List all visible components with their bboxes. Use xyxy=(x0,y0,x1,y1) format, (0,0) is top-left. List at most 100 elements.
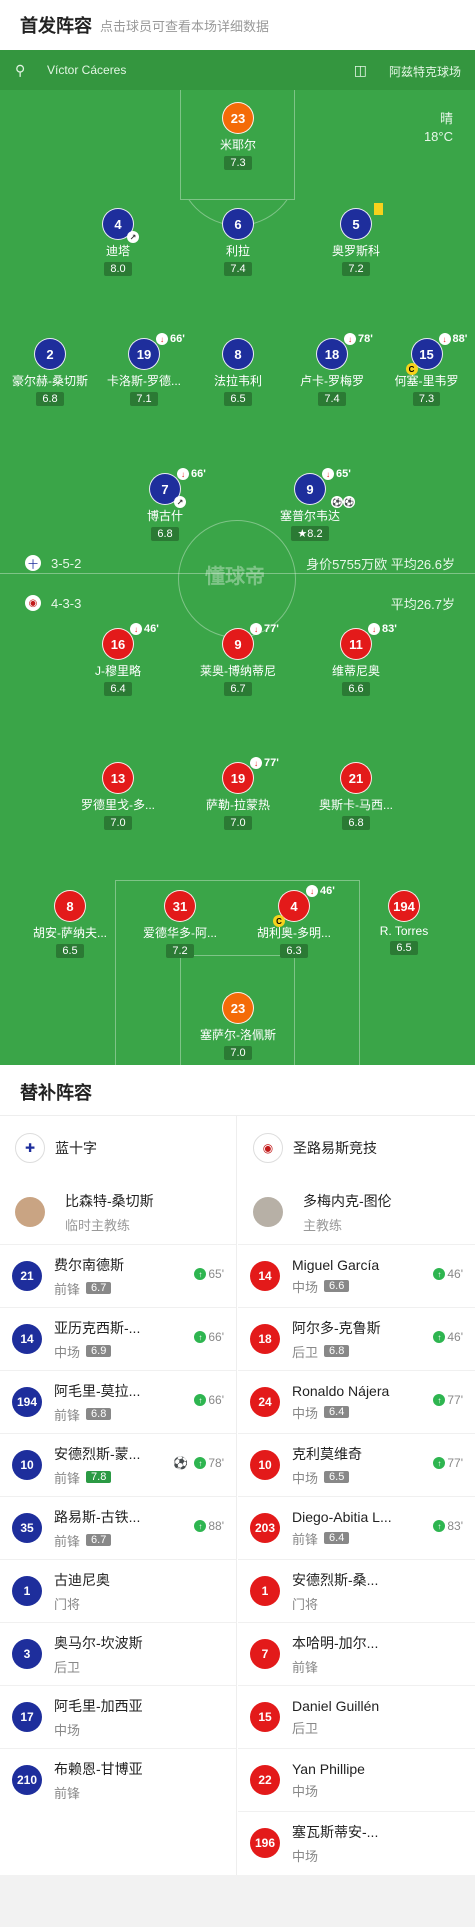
home-player-23[interactable]: 23 米耶尔 7.3 xyxy=(188,102,288,171)
player-rating: 6.5 xyxy=(224,392,252,406)
away-coach[interactable]: 多梅内克-图伦主教练 xyxy=(238,1180,475,1244)
player-number-badge: 4↓46'C xyxy=(273,885,335,927)
player-rating: 7.0 xyxy=(224,1046,252,1060)
player-position: 后卫 xyxy=(54,1659,81,1675)
home-player-9[interactable]: 9↓65'⚽⚽ 塞普尔韦达 ★8.2 xyxy=(260,468,360,542)
home-player-18[interactable]: 18↓78' 卢卡-罗梅罗 7.4 xyxy=(282,333,382,407)
player-rating: 6.8 xyxy=(86,1408,112,1420)
home-player-15[interactable]: 15↓88'C 何塞-里韦罗 7.3 xyxy=(378,333,475,407)
away-player-23[interactable]: 23 塞萨尔-洛佩斯 7.0 xyxy=(188,992,288,1061)
away-avg-age: 平均26.7岁 xyxy=(390,596,455,612)
referee-name: Víctor Cáceres xyxy=(47,63,127,77)
home-player-2[interactable]: 2 豪尔赫-桑切斯 6.8 xyxy=(0,338,100,407)
player-number-badge: 7↓66'↗ xyxy=(149,468,206,508)
player-name: 亚历克西斯-... xyxy=(54,1319,141,1336)
player-rating: 6.7 xyxy=(224,682,252,696)
player-number-badge: 9↓65'⚽⚽ xyxy=(294,468,355,508)
player-rating: 7.3 xyxy=(224,156,252,170)
away-player-13[interactable]: 13 罗德里戈-多... 7.0 xyxy=(68,762,168,831)
sub-in-icon: ↑ xyxy=(194,1394,207,1406)
sub-out-indicator: ↓46' xyxy=(130,623,159,635)
sub-in-event: ↑46' xyxy=(433,1330,463,1344)
player-rating: 6.5 xyxy=(324,1471,350,1483)
penalty-box-top xyxy=(180,90,295,200)
away-player-8[interactable]: 8 胡安-萨纳夫... 6.5 xyxy=(20,890,120,959)
player-number: 22 xyxy=(250,1765,280,1795)
home-player-19[interactable]: 19↓66' 卡洛斯-罗德... 7.1 xyxy=(94,333,194,407)
player-number-badge: 19↓66' xyxy=(128,333,185,370)
away-player-16[interactable]: 16↓46' J-穆里略 6.4 xyxy=(68,623,168,697)
player-name: 博古什 xyxy=(146,509,183,523)
outer-box-bottom xyxy=(115,880,360,1065)
player-number-badge: 5 xyxy=(340,203,383,240)
player-name: 安德烈斯-桑... xyxy=(292,1571,379,1588)
player-name: Miguel García xyxy=(292,1256,380,1273)
player-name: J-穆里略 xyxy=(95,664,141,678)
team-name: 蓝十字 xyxy=(55,1140,97,1156)
player-name: 布赖恩-甘博亚 xyxy=(54,1760,143,1777)
player-name: 安德烈斯-蒙... xyxy=(54,1445,141,1462)
away-team-summary: ◉ 4-3-3 平均26.7岁 xyxy=(25,593,455,613)
away-player-9[interactable]: 9↓77' 莱奥-博纳蒂尼 6.7 xyxy=(188,623,288,697)
coach-avatar xyxy=(253,1197,283,1227)
away-player-19[interactable]: 19↓77' 萨勒-拉蒙热 7.0 xyxy=(188,757,288,831)
player-position: 中场 xyxy=(54,1722,81,1738)
player-name: 卢卡-罗梅罗 xyxy=(300,374,364,388)
sub-out-icon: ↓ xyxy=(438,333,451,345)
match-info-bar xyxy=(0,50,475,90)
home-player-6[interactable]: 6 利拉 7.4 xyxy=(188,208,288,277)
home-player-5[interactable]: 5 奥罗斯科 7.2 xyxy=(306,203,406,277)
player-rating: 7.2 xyxy=(342,262,370,276)
player-number-badge: 19↓77' xyxy=(222,757,279,794)
player-number: 210 xyxy=(12,1765,42,1795)
away-team-header: ◉ 圣路易斯竞技 xyxy=(238,1116,475,1180)
coach-name: 比森特-桑切斯 xyxy=(65,1192,154,1209)
player-rating: 6.8 xyxy=(36,392,64,406)
away-player-11[interactable]: 11↓83' 维蒂尼奥 6.6 xyxy=(306,623,406,697)
pitch: ⚲ Víctor Cáceres ◫ 阿兹特克球场 晴 18°C 懂球帝 十 3… xyxy=(0,50,475,1065)
player-name: 奥马尔-坎波斯 xyxy=(54,1634,143,1651)
sub-in-icon: ↑ xyxy=(194,1268,207,1280)
player-position: 后卫 xyxy=(292,1720,319,1736)
watermark: 懂球帝 xyxy=(205,566,265,588)
subs-title: 替补阵容 xyxy=(20,1083,92,1103)
player-name: 胡安-萨纳夫... xyxy=(33,926,107,940)
player-number-badge: 8 xyxy=(222,338,254,370)
home-player-7[interactable]: 7↓66'↗ 博古什 6.8 xyxy=(115,468,215,542)
away-player-21[interactable]: 21 奥斯卡-马西... 6.8 xyxy=(306,762,406,831)
home-player-8[interactable]: 8 法拉韦利 6.5 xyxy=(188,338,288,407)
away-player-4[interactable]: 4↓46'C 胡利奥-多明... 6.3 xyxy=(244,885,344,959)
venue-name: 阿兹特克球场 xyxy=(388,65,461,79)
home-coach[interactable]: 比森特-桑切斯临时主教练 xyxy=(0,1180,236,1244)
away-player-194[interactable]: 194 R. Torres 6.5 xyxy=(354,890,454,956)
coach-role: 临时主教练 xyxy=(65,1217,131,1233)
player-position: 门将 xyxy=(54,1596,81,1612)
away-player-31[interactable]: 31 爱德华多-阿... 7.2 xyxy=(130,890,230,959)
player-rating: 6.4 xyxy=(104,682,132,696)
goal-icon: ⚽ xyxy=(173,1456,189,1470)
player-number: 203 xyxy=(250,1513,280,1543)
home-player-4[interactable]: 4↗ 迪塔 8.0 xyxy=(68,208,168,277)
away-team-logo-icon: ◉ xyxy=(25,595,41,611)
player-name: 维蒂尼奥 xyxy=(331,664,380,678)
